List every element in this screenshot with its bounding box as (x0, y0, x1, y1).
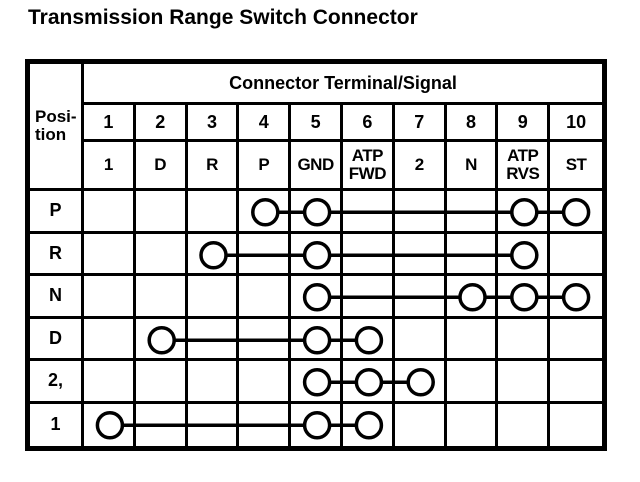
terminal-number-cell: 5 (291, 105, 343, 142)
terminal-circle (561, 198, 591, 227)
grid-cell (84, 276, 136, 319)
terminal-circle (302, 240, 332, 269)
grid-cell (550, 361, 602, 404)
signal-cell: N (446, 142, 499, 191)
terminal-circle (302, 283, 332, 312)
terminal-number-cell: 10 (550, 105, 602, 142)
continuity-row-2, (302, 368, 435, 397)
signal-cell: GND (291, 142, 343, 191)
terminal-number-cell: 7 (394, 105, 447, 142)
grid-cell (135, 233, 188, 276)
terminal-circle (302, 198, 332, 227)
terminal-circle (354, 410, 384, 439)
grid-cell (84, 318, 136, 361)
grid-cell (84, 191, 136, 234)
signal-cell: ATP RVS (498, 142, 551, 191)
grid-cell (395, 403, 447, 446)
grid-cell (550, 191, 602, 234)
continuity-row-N (302, 283, 591, 312)
terminal-circle (302, 410, 332, 439)
grid-cell (550, 319, 602, 361)
grid-cell (550, 234, 602, 276)
terminal-circle (302, 325, 332, 354)
position-cell: R (30, 233, 84, 276)
position-cell: D (30, 318, 84, 361)
terminal-circle (95, 410, 125, 439)
terminal-circle (354, 368, 384, 397)
signal-cell: ATP FWD (343, 142, 395, 191)
terminal-circle (510, 283, 539, 312)
grid-cell (550, 276, 602, 319)
terminal-number-cell: 1 (84, 105, 136, 142)
grid-cell (447, 403, 499, 446)
grid-cell (135, 361, 188, 404)
page-title: Transmission Range Switch Connector (28, 6, 418, 29)
continuity-row-R (199, 240, 539, 269)
signal-cell: ST (550, 142, 602, 191)
grid-cell (394, 318, 447, 361)
terminal-circle (199, 240, 228, 269)
grid-cell (394, 361, 447, 404)
grid-cell (187, 361, 240, 404)
position-cell: 1 (30, 403, 84, 446)
terminal-circle (302, 368, 332, 397)
grid-cell (239, 276, 292, 319)
grid-cell (343, 318, 395, 361)
grid-cell (343, 403, 395, 446)
grid-cell (498, 403, 551, 446)
terminal-number-cell: 2 (135, 105, 188, 142)
terminal-circle (354, 325, 384, 354)
grid-cell (187, 191, 240, 234)
continuity-row-1 (95, 410, 384, 439)
grid-cell (446, 318, 499, 361)
terminal-circle (406, 368, 435, 397)
continuity-row-P (251, 198, 591, 227)
terminal-number-cell: 3 (187, 105, 240, 142)
table-header-cell: Connector Terminal/Signal (84, 64, 602, 105)
terminal-circle (561, 283, 591, 312)
terminal-number-cell: 6 (343, 105, 395, 142)
position-cell: P (30, 191, 84, 234)
terminal-circle (251, 198, 280, 227)
grid-cell (135, 191, 188, 234)
terminal-circle (147, 325, 176, 354)
grid-cell (239, 361, 292, 404)
terminal-number-cell: 4 (239, 105, 292, 142)
signal-cell: P (239, 142, 292, 191)
position-cell: N (30, 276, 84, 319)
grid-cell (135, 276, 188, 319)
grid-cell (498, 233, 551, 276)
grid-cell (498, 318, 551, 361)
grid-cell (187, 276, 240, 319)
grid-cell (498, 361, 551, 404)
terminal-number-cell: 8 (446, 105, 499, 142)
grid-cell (84, 233, 136, 276)
signal-cell: R (187, 142, 240, 191)
terminal-circle (510, 240, 539, 269)
position-header-cell: Posi- tion (30, 64, 84, 191)
position-cell: 2, (30, 361, 84, 404)
signal-cell: 1 (84, 142, 136, 191)
signal-cell: D (135, 142, 188, 191)
continuity-row-D (147, 325, 384, 354)
terminal-circle (458, 283, 487, 312)
grid-cell (446, 361, 499, 404)
signal-cell: 2 (394, 142, 447, 191)
terminal-circle (510, 198, 539, 227)
grid-cell (84, 361, 136, 404)
terminal-number-cell: 9 (498, 105, 551, 142)
